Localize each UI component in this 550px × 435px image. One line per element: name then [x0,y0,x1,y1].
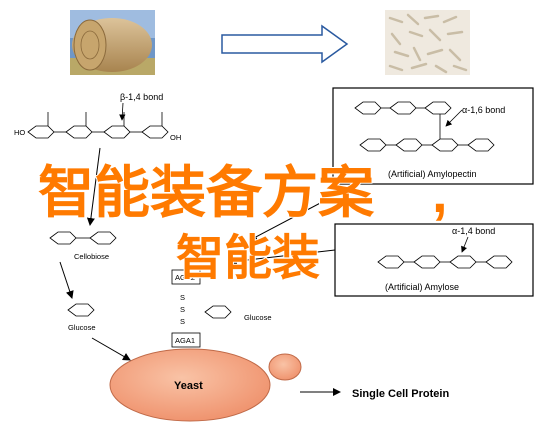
hay-bale-photo [70,10,155,75]
cellobiose-structure [49,231,117,245]
amylopectin-box: α-1,6 bond (Artificial) Amylopectin [332,87,534,185]
amylose-label: (Artificial) Amylose [385,282,459,292]
ho-label: HO [14,128,25,137]
glucose-left-label: Glucose [68,323,96,332]
aga1-label: AGA1 [175,336,195,345]
glucose-mid-label: Glucose [244,313,272,322]
beta-bond-label: β-1,4 bond [120,92,163,102]
s-bond-3: S [180,317,185,326]
yeast-label: Yeast [174,380,203,392]
aga2-label: AGA2 [175,273,195,282]
amylopectin-label: (Artificial) Amylopectin [388,169,477,179]
glucose-left-structure [67,303,95,317]
overlay-line2: 智能装 [176,232,320,285]
amylose-box: α-1,4 bond (Artificial) Amylose [334,223,534,297]
cellobiose-label: Cellobiose [74,252,109,261]
glucose-mid-structure [204,305,232,319]
oh-label: OH [170,133,181,142]
process-arrow-icon [221,24,349,64]
single-cell-protein-label: Single Cell Protein [352,388,449,400]
overlay-comma: , [432,161,448,224]
alpha16-bond-label: α-1,6 bond [462,105,505,115]
aga1-box: AGA1 [171,332,201,348]
flow-arrows [59,147,346,396]
grain-photo [385,10,470,75]
s-bond-2: S [180,305,185,314]
yeast-cell: Yeast [109,348,302,422]
aga2-box: AGA2 [171,269,201,285]
overlay-line1: 智能装备方案 [38,161,375,224]
overlay-watermark: 智能装备方案 , 智能装 [37,160,449,286]
s-bond-1: S [180,293,185,302]
cellulose-chain [27,112,169,139]
alpha14-bond-label: α-1,4 bond [452,226,495,236]
